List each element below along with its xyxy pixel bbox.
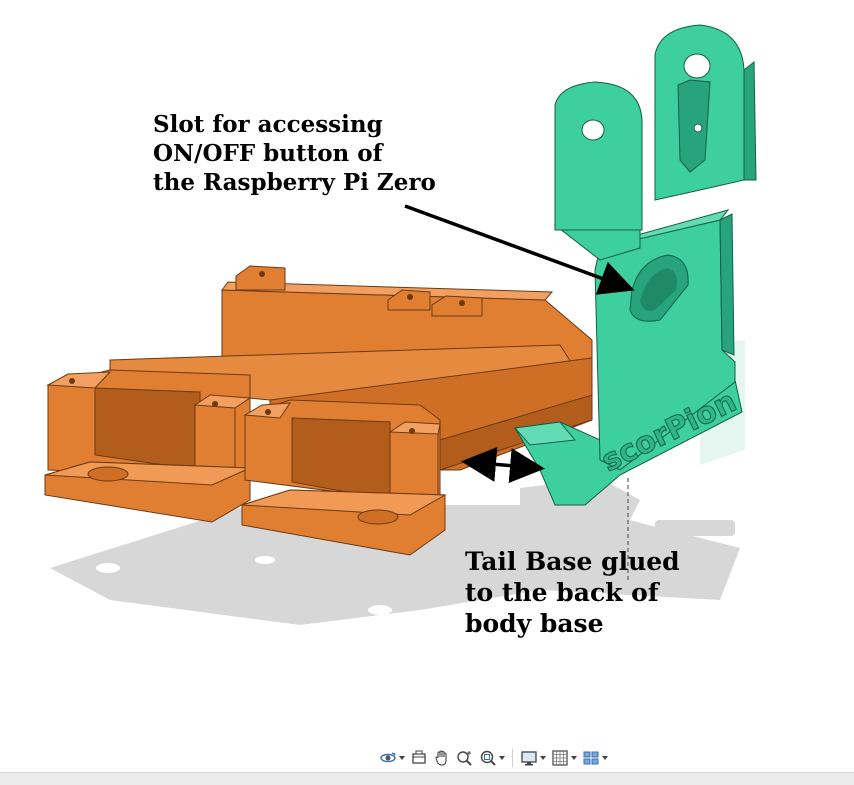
orbit-button[interactable]: [378, 747, 406, 769]
model-shadow: [50, 478, 740, 625]
orbit-icon: [380, 752, 397, 763]
fit-menu-caret[interactable]: [499, 756, 505, 760]
pan-icon: [435, 750, 447, 766]
fit-button[interactable]: [478, 747, 506, 769]
grid-button[interactable]: [550, 747, 578, 769]
slot-callout-line: Slot for accessing: [153, 111, 383, 138]
slot-callout-line: the Raspberry Pi Zero: [153, 169, 436, 196]
tail-callout-text: Tail Base glued to the back of body base: [465, 546, 680, 639]
zoom-button[interactable]: [455, 747, 475, 769]
tail-callout-line: Tail Base glued: [465, 547, 680, 576]
zoom-icon: [457, 751, 472, 766]
navigation-toolbar: [378, 746, 609, 770]
viewports-icon: [583, 751, 599, 765]
grid-menu-caret[interactable]: [571, 756, 577, 760]
display-settings-menu-caret[interactable]: [540, 756, 546, 760]
fit-icon: [480, 750, 496, 766]
status-strip: [0, 772, 854, 785]
tail-callout-line: to the back of: [465, 578, 659, 607]
shadow-holes: [96, 556, 602, 615]
look-at-button[interactable]: [409, 747, 429, 769]
tail-callout-line: body base: [465, 609, 604, 638]
body-base-model: [44, 265, 593, 556]
look-at-icon: [412, 750, 426, 764]
tail-base-model: scorPion: [514, 24, 757, 506]
display-settings-button[interactable]: [519, 747, 547, 769]
pan-button[interactable]: [432, 747, 452, 769]
orbit-menu-caret[interactable]: [399, 756, 405, 760]
slot-callout-line: ON/OFF button of: [153, 140, 383, 167]
display-settings-icon: [521, 751, 537, 766]
toolbar-divider: [512, 749, 513, 767]
slot-callout-text: Slot for accessing ON/OFF button of the …: [153, 110, 436, 197]
glue-joint-arrow: [461, 446, 545, 484]
viewports-button[interactable]: [581, 747, 609, 769]
slot-callout-arrow: [404, 204, 635, 295]
grid-icon: [552, 750, 568, 766]
viewports-menu-caret[interactable]: [602, 756, 608, 760]
